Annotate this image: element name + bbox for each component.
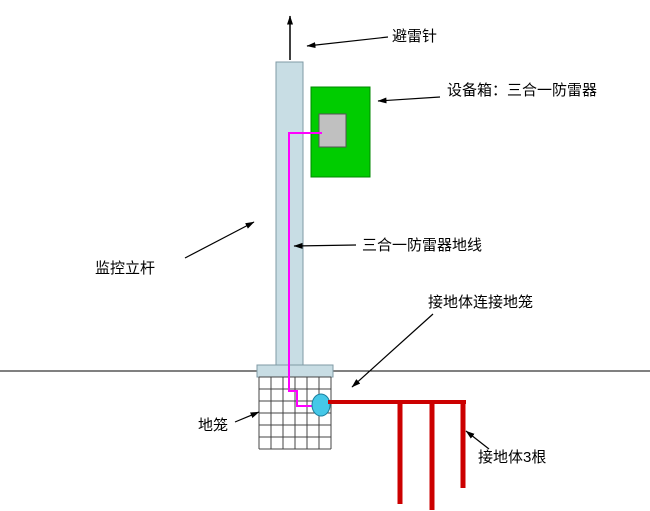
label-pole: 监控立杆	[95, 260, 155, 277]
arrow-to-connection	[351, 313, 434, 388]
arrow-to-ground-wire	[293, 242, 357, 249]
arrow-to-equipment-box	[377, 96, 441, 104]
arrester-ground-wire	[288, 132, 322, 407]
connector-ellipse	[311, 393, 331, 417]
label-rods: 接地体3根	[478, 449, 546, 466]
label-lightning-rod: 避雷针	[392, 28, 437, 45]
arrow-to-rods	[465, 430, 490, 450]
label-cage: 地笼	[198, 417, 228, 434]
label-equipment-box: 设备箱：三合一防雷器	[447, 82, 597, 99]
arrow-to-pole	[184, 221, 255, 259]
label-ground-wire: 三合一防雷器地线	[362, 237, 482, 254]
arrow-to-cage	[234, 411, 260, 423]
pole-base-plate	[256, 364, 334, 378]
arrester-device	[318, 113, 347, 148]
arrow-to-lightning-rod	[306, 36, 389, 49]
label-connection: 接地体连接地笼	[428, 294, 533, 311]
